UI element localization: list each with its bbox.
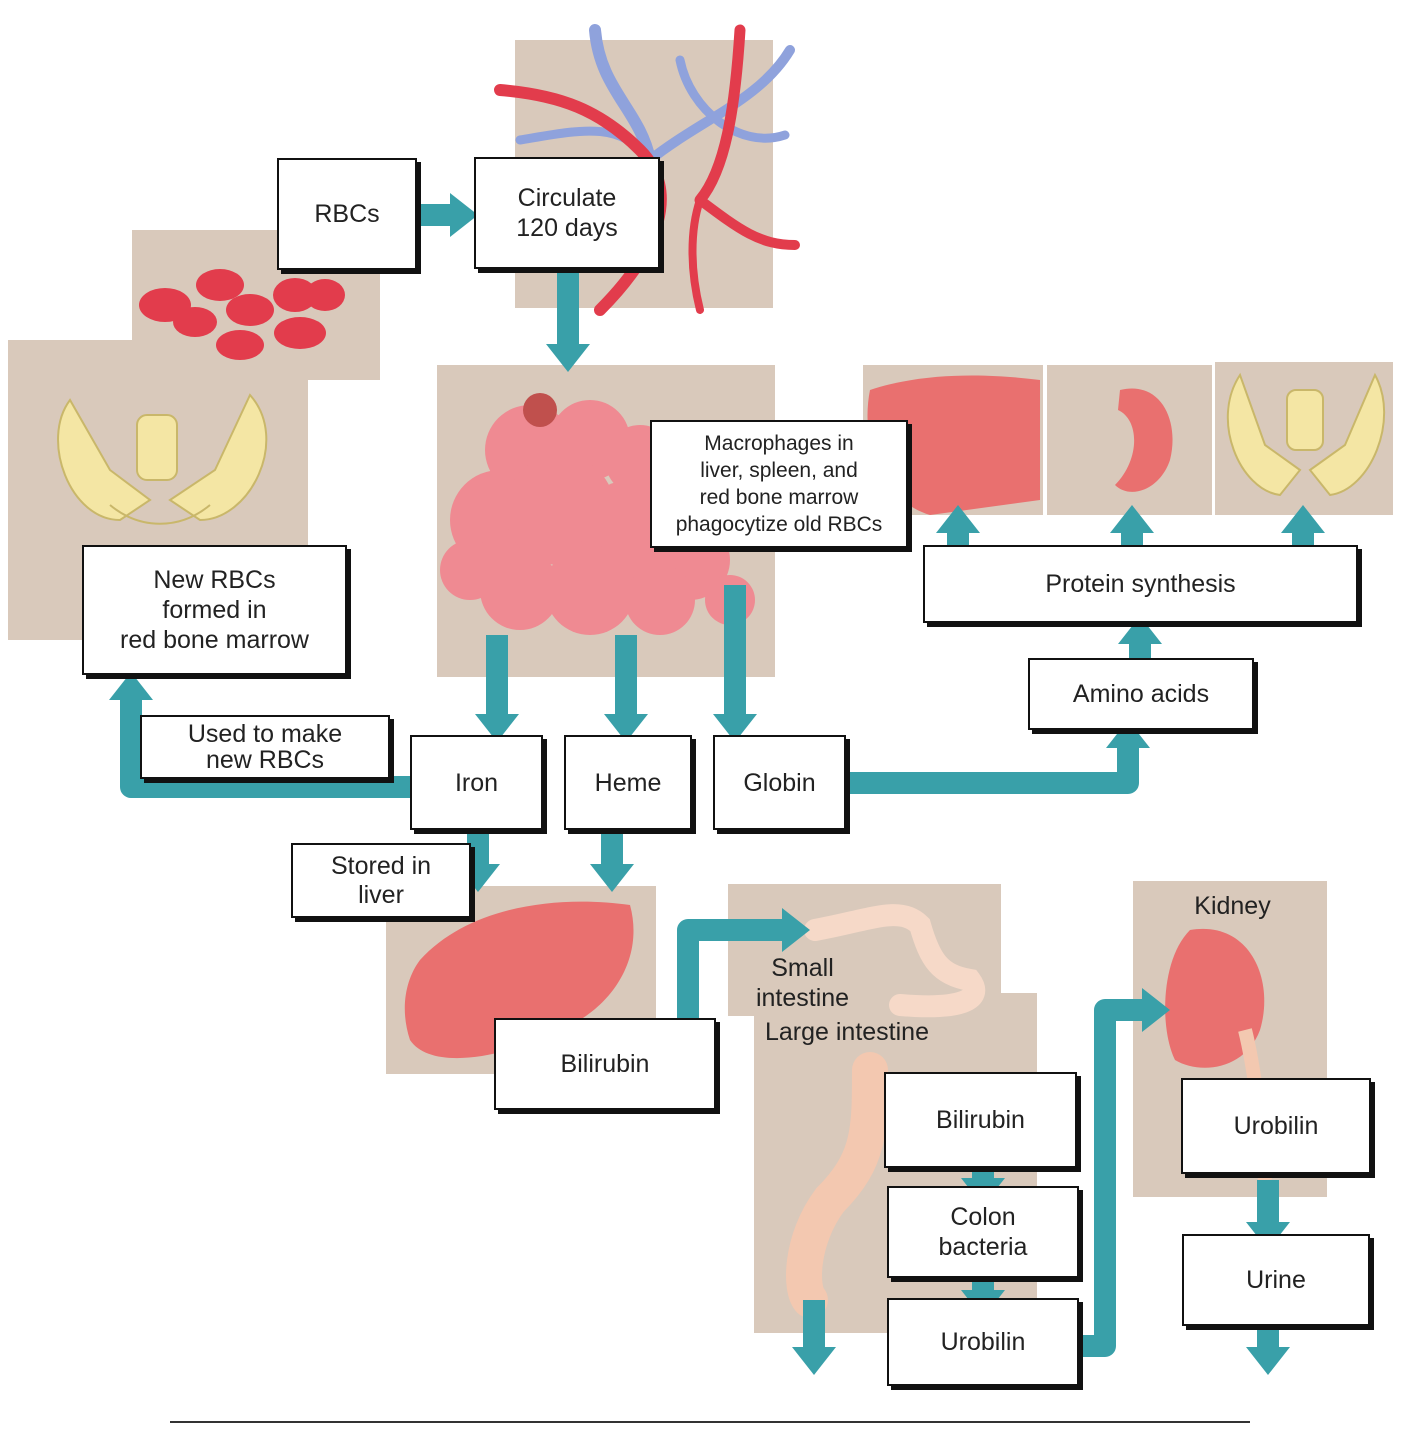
spleen-panel xyxy=(1047,365,1212,515)
small-intestine xyxy=(804,904,986,1018)
protein-synthesis-box: Protein synthesis xyxy=(923,545,1358,623)
macrophages-line-2: liver, spleen, and xyxy=(700,459,858,482)
spleen xyxy=(1115,388,1173,492)
arrow-rbcs-to-circulate-head xyxy=(450,193,478,237)
protein-synthesis-label: Protein synthesis xyxy=(1045,570,1236,598)
kidney-label: Kidney xyxy=(1194,892,1271,920)
large-intestine-label: Large intestine xyxy=(764,1018,929,1046)
urobilin-kidney-box: Urobilin xyxy=(1181,1078,1371,1174)
iron-label: Iron xyxy=(454,768,499,797)
stored-line-1: Stored in xyxy=(330,851,432,880)
arrow-amino-acids-to-protein-head xyxy=(1118,616,1162,644)
macrophage-mass xyxy=(440,400,755,635)
large-intestine xyxy=(786,1052,888,1318)
arrow-protein-to-liver-head xyxy=(936,505,980,533)
arrow-globin-to-amino-acids-head xyxy=(1106,720,1150,748)
stored-line-2: liver xyxy=(358,880,404,909)
bilirubin-liver-box: Bilirubin xyxy=(494,1018,716,1110)
arrow-protein-to-spleen-head xyxy=(1110,505,1154,533)
new-rbcs-line-1: New RBCs xyxy=(153,566,276,594)
rbcs-box: RBCs xyxy=(277,158,417,270)
urine-label: Urine xyxy=(1246,1266,1306,1294)
arrow-heme-to-liver-head xyxy=(590,864,634,892)
circulate-days-label: 120 days xyxy=(516,214,618,242)
new-rbcs-line-3: red bone marrow xyxy=(120,626,309,654)
new-rbcs-box: New RBCs formed in red bone marrow xyxy=(82,545,347,675)
pelvis-right xyxy=(1226,372,1386,497)
amino-acids-box: Amino acids xyxy=(1028,658,1254,730)
macrophages-line-3: red bone marrow xyxy=(699,486,859,509)
arrow-urine-out-head xyxy=(1246,1347,1290,1375)
urobilin-kidney-label: Urobilin xyxy=(1233,1112,1319,1140)
globin-box: Globin xyxy=(713,735,846,830)
new-rbcs-line-2: formed in xyxy=(162,596,267,624)
urine-box: Urine xyxy=(1182,1234,1370,1326)
urobilin-intestine-box: Urobilin xyxy=(887,1298,1079,1386)
rbcs-label: RBCs xyxy=(314,200,380,228)
macrophages-line-4: phagocytize old RBCs xyxy=(675,513,883,536)
arrow-circulate-to-macrophages-head xyxy=(546,344,590,372)
engulfed-rbc xyxy=(523,393,557,427)
arrow-globin-to-amino-acids-shaft xyxy=(838,748,1139,794)
macrophages-line-1: Macrophages in xyxy=(704,432,854,455)
heme-label: Heme xyxy=(594,768,662,797)
circulate-label: Circulate xyxy=(517,184,617,212)
arrow-to-iron-head xyxy=(475,714,519,742)
bottom-rule xyxy=(170,1421,1250,1423)
liver-small xyxy=(867,375,1040,515)
heme-box: Heme xyxy=(564,735,692,830)
arrow-large-intestine-out-head xyxy=(792,1347,836,1375)
bilirubin-large-label: Bilirubin xyxy=(936,1106,1025,1134)
bilirubin-liver-label: Bilirubin xyxy=(560,1050,650,1078)
arrow-bilirubin-to-small-intestine-head xyxy=(782,908,810,952)
used-line-1: Used to make xyxy=(187,720,343,748)
pelvis-left xyxy=(57,393,268,525)
globin-label: Globin xyxy=(743,768,816,797)
arrow-iron-to-new-rbcs-head xyxy=(109,672,153,700)
arrow-bilirubin-to-small-intestine-shaft xyxy=(677,919,782,1025)
amino-acids-label: Amino acids xyxy=(1072,680,1210,708)
arrow-to-globin-head xyxy=(713,714,757,742)
iron-box: Iron xyxy=(410,735,543,830)
arrow-urobilin-to-kidney-head xyxy=(1142,988,1170,1032)
urobilin-intestine-label: Urobilin xyxy=(940,1328,1026,1356)
arrow-to-heme-head xyxy=(604,714,648,742)
bilirubin-large-box: Bilirubin xyxy=(884,1072,1077,1168)
arrow-iron-to-new-rbcs-shaft xyxy=(120,700,418,798)
arrow-urobilin-to-kidney-shaft xyxy=(1075,999,1142,1357)
red-blood-cells xyxy=(139,269,345,360)
colon-line-2: bacteria xyxy=(938,1233,1028,1261)
used-line-2: new RBCs xyxy=(205,746,325,774)
arrow-protein-to-marrow-head xyxy=(1281,505,1325,533)
small-intestine-label: Small intestine xyxy=(745,953,860,1013)
colon-line-1: Colon xyxy=(950,1203,1016,1231)
small-intestine-line-2: intestine xyxy=(755,984,850,1012)
macrophages-box: Macrophages in liver, spleen, and red bo… xyxy=(650,420,908,548)
small-intestine-line-1: Small xyxy=(771,954,834,982)
